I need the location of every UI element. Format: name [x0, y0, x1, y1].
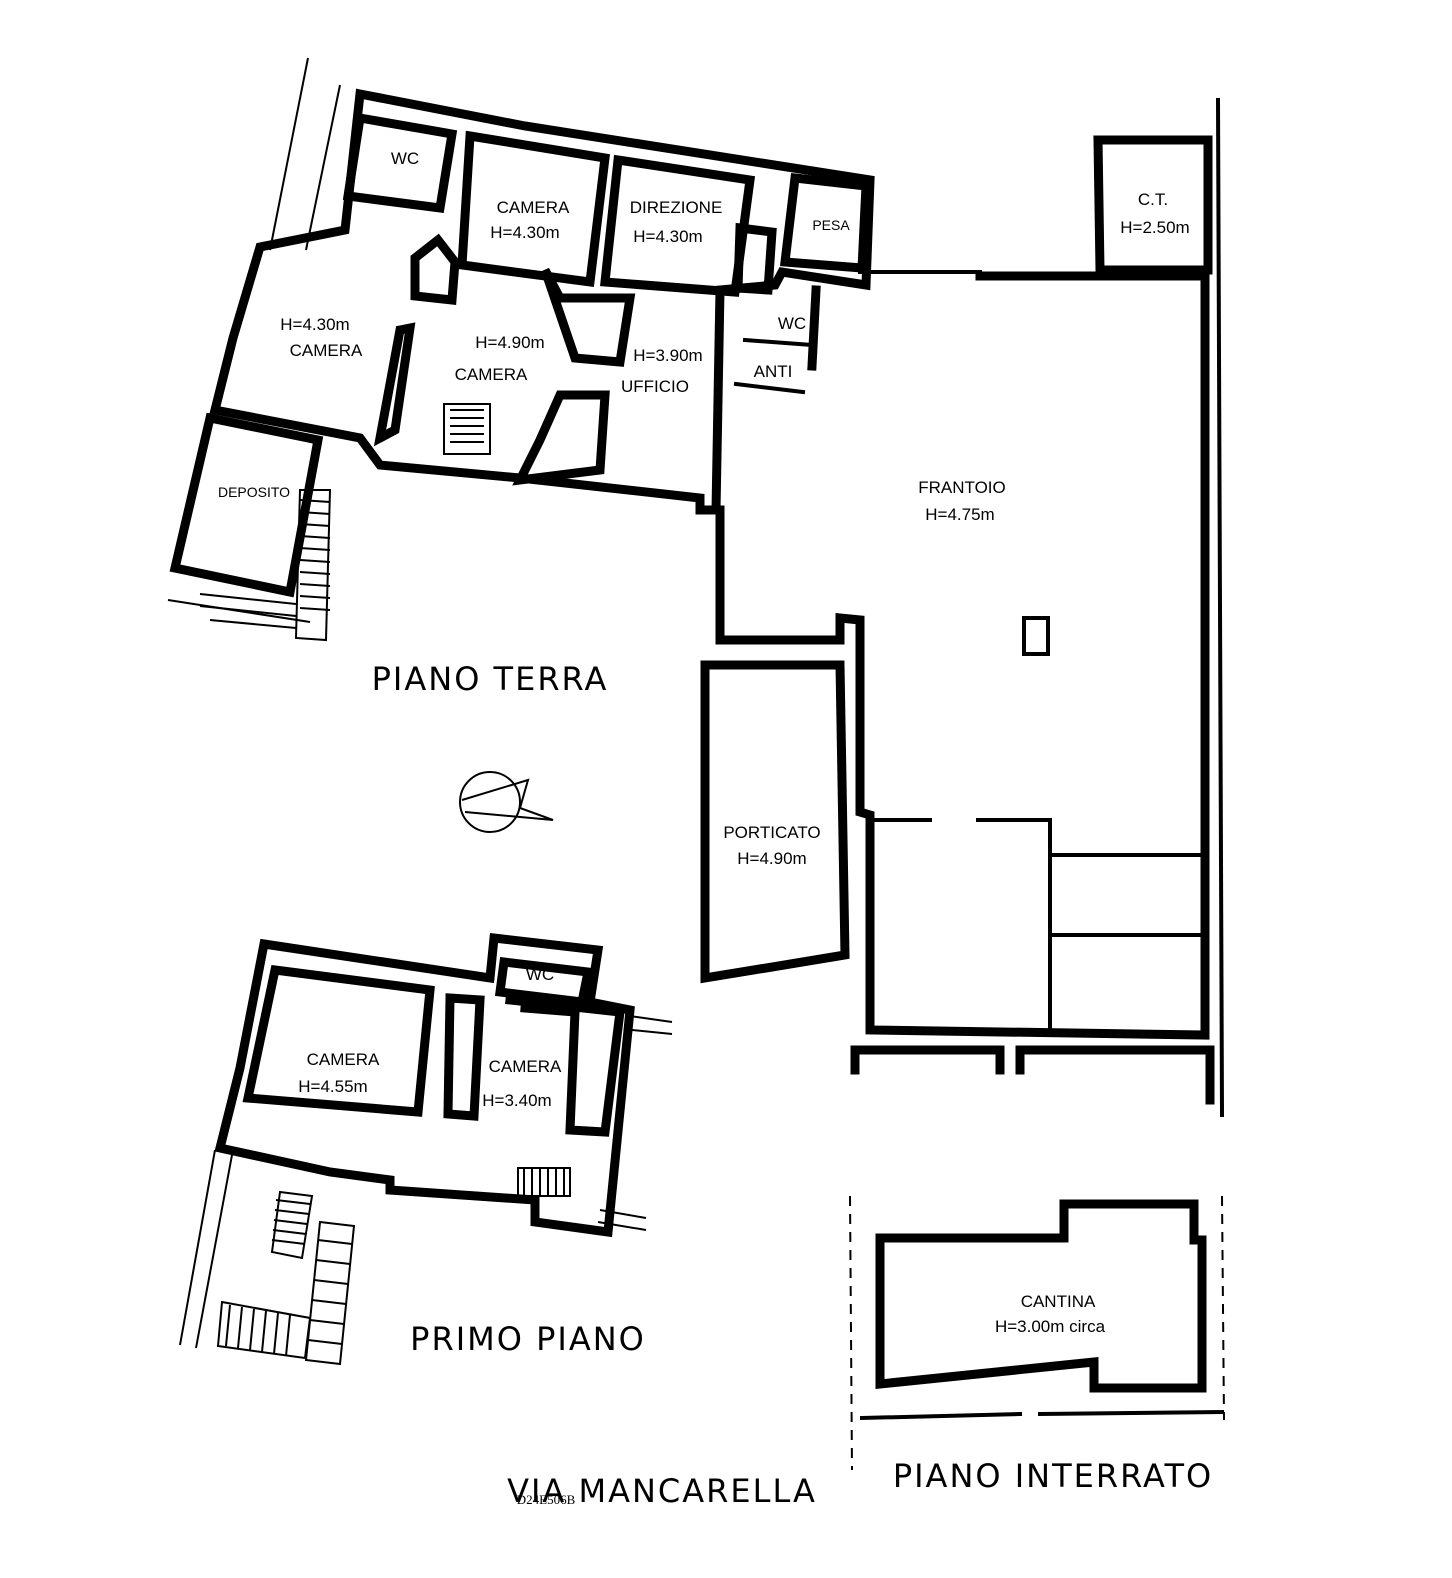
north-arrow-icon — [459, 771, 554, 833]
room-camera-top-label: CAMERA — [497, 198, 570, 217]
room-camera-first-left-label: CAMERA — [307, 1050, 380, 1069]
room-direzione-label: DIREZIONE — [630, 198, 723, 217]
room-direzione-height: H=4.30m — [633, 227, 702, 246]
room-camera-left-label: CAMERA — [290, 341, 363, 360]
room-camera-top-height: H=4.30m — [490, 223, 559, 242]
room-pesa-label: PESA — [812, 217, 850, 233]
room-cantina-height: H=3.00m circa — [995, 1317, 1106, 1336]
room-ufficio-height: H=3.90m — [633, 346, 702, 365]
room-wc-top-label: WC — [391, 149, 419, 168]
room-ufficio-label: UFFICIO — [621, 377, 689, 396]
ground-floor-left-building — [167, 57, 875, 642]
floor-title-basement: PIANO INTERRATO — [893, 1457, 1213, 1495]
room-cantina-label: CANTINA — [1021, 1292, 1096, 1311]
room-wc-mid-label: WC — [778, 314, 806, 333]
room-deposito-label: DEPOSITO — [218, 484, 290, 500]
room-ct-height: H=2.50m — [1120, 218, 1189, 237]
drawing-code: D24E506B — [517, 1492, 576, 1507]
room-ct-label: C.T. — [1138, 190, 1168, 209]
room-camera-center-height: H=4.90m — [475, 333, 544, 352]
stair-ground — [443, 403, 491, 455]
first-floor-building — [179, 933, 673, 1366]
room-porticato-height: H=4.90m — [737, 849, 806, 868]
room-frantoio-label: FRANTOIO — [918, 478, 1006, 497]
room-camera-left-height: H=4.30m — [280, 315, 349, 334]
room-wc-first-label: WC — [526, 965, 554, 984]
room-anti-label: ANTI — [754, 362, 793, 381]
room-camera-first-right-height: H=3.40m — [482, 1091, 551, 1110]
floor-title-first: PRIMO PIANO — [410, 1320, 646, 1358]
room-frantoio-height: H=4.75m — [925, 505, 994, 524]
room-camera-center-label: CAMERA — [455, 365, 528, 384]
stair-first-floor — [179, 1149, 571, 1366]
room-porticato-label: PORTICATO — [723, 823, 820, 842]
ground-floor-frantoio — [700, 97, 1225, 1118]
room-camera-first-left-height: H=4.55m — [298, 1077, 367, 1096]
basement-building — [849, 1195, 1225, 1471]
room-camera-first-right-label: CAMERA — [489, 1057, 562, 1076]
stair-external-left — [167, 489, 332, 642]
street-name: VIA MANCARELLA — [507, 1472, 817, 1510]
floor-title-ground: PIANO TERRA — [372, 660, 609, 698]
